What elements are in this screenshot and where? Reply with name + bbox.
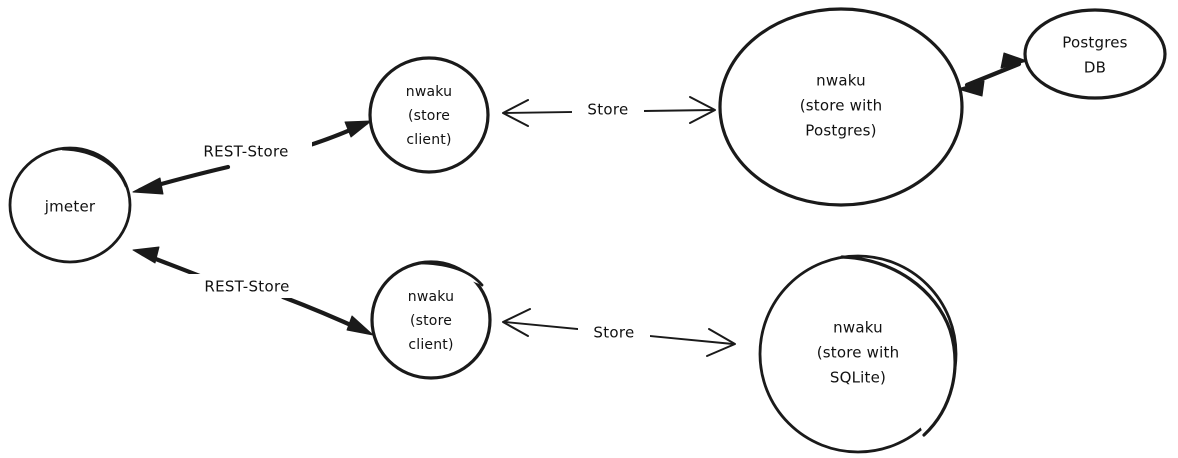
edge-store-top: Store: [502, 96, 716, 127]
node-nwaku-store-client-bottom-label-line1: nwaku: [408, 289, 454, 305]
edge-rest-store-top: REST-Store: [132, 120, 372, 195]
node-nwaku-store-sqlite-label-line1: nwaku: [833, 319, 883, 337]
edge-rest-store-bottom-label-bg: [181, 274, 313, 298]
edge-rest-store-top-label-bg: [180, 139, 312, 163]
edge-store-bottom-label: Store: [593, 324, 634, 342]
edge-rest-store-bottom-arrowhead-left: [132, 246, 160, 264]
edge-rest-store-top-arrowhead-left: [132, 177, 164, 195]
node-jmeter-sketch-overstroke: [61, 147, 128, 188]
edge-postgres-db-line: [964, 61, 1022, 88]
node-nwaku-store-sqlite[interactable]: nwaku (store with SQLite): [758, 254, 958, 454]
node-nwaku-store-postgres-label-line3: Postgres): [805, 122, 876, 140]
node-nwaku-store-postgres[interactable]: nwaku (store with Postgres): [718, 7, 964, 207]
edge-rest-store-bottom-arrowhead-right: [346, 315, 374, 336]
node-nwaku-store-client-top-label-line3: client): [406, 132, 451, 148]
node-nwaku-store-postgres-shape: [718, 7, 964, 207]
node-nwaku-store-client-bottom-shape: [370, 260, 492, 380]
edge-store-bottom-label-bg: [578, 322, 650, 344]
edge-rest-store-top-label: REST-Store: [203, 143, 288, 161]
node-nwaku-store-sqlite-sketch-overstroke: [840, 255, 957, 437]
edge-rest-store-top-arrowhead-right: [344, 120, 372, 138]
node-nwaku-store-client-bottom-label-line3: client): [408, 337, 453, 353]
node-jmeter[interactable]: jmeter: [8, 146, 132, 264]
node-postgres-db-label-line2: DB: [1084, 59, 1106, 77]
edge-store-top-label: Store: [587, 101, 628, 119]
node-nwaku-store-client-bottom-sketch-overstroke: [421, 261, 484, 287]
edge-postgres-db: [957, 52, 1028, 97]
node-nwaku-store-client-top-label-line2: (store: [408, 108, 450, 124]
node-nwaku-store-sqlite-label-line2: (store with: [817, 344, 900, 362]
edge-store-top-arrowhead-left: [502, 99, 529, 127]
edge-store-bottom-arrowhead-left: [502, 308, 531, 337]
edge-store-bottom-arrowhead-right: [706, 328, 736, 357]
edge-rest-store-bottom: REST-Store: [132, 246, 374, 336]
edge-store-top-label-bg: [572, 99, 644, 121]
node-jmeter-label-line1: jmeter: [44, 198, 96, 216]
node-nwaku-store-postgres-label-line1: nwaku: [816, 72, 866, 90]
edge-store-top-arrowhead-right: [689, 96, 716, 124]
node-nwaku-store-client-bottom-label-line2: (store: [410, 313, 452, 329]
edge-postgres-db-arrowhead-right: [1000, 52, 1028, 69]
node-nwaku-store-client-bottom[interactable]: nwaku (store client): [370, 260, 492, 380]
edge-rest-store-bottom-label: REST-Store: [204, 278, 289, 296]
node-nwaku-store-client-top-shape: [368, 56, 490, 174]
node-nwaku-store-postgres-label-line2: (store with: [800, 97, 883, 115]
node-postgres-db-shape: [1023, 8, 1167, 100]
node-nwaku-store-client-top[interactable]: nwaku (store client): [368, 56, 490, 174]
node-postgres-db[interactable]: Postgres DB: [1023, 8, 1167, 100]
node-postgres-db-label-line1: Postgres: [1062, 34, 1127, 52]
node-nwaku-store-sqlite-label-line3: SQLite): [830, 369, 886, 387]
node-nwaku-store-client-top-label-line1: nwaku: [406, 84, 452, 100]
edge-store-bottom: Store: [502, 308, 736, 357]
edge-postgres-db-arrowhead-left: [957, 80, 985, 97]
